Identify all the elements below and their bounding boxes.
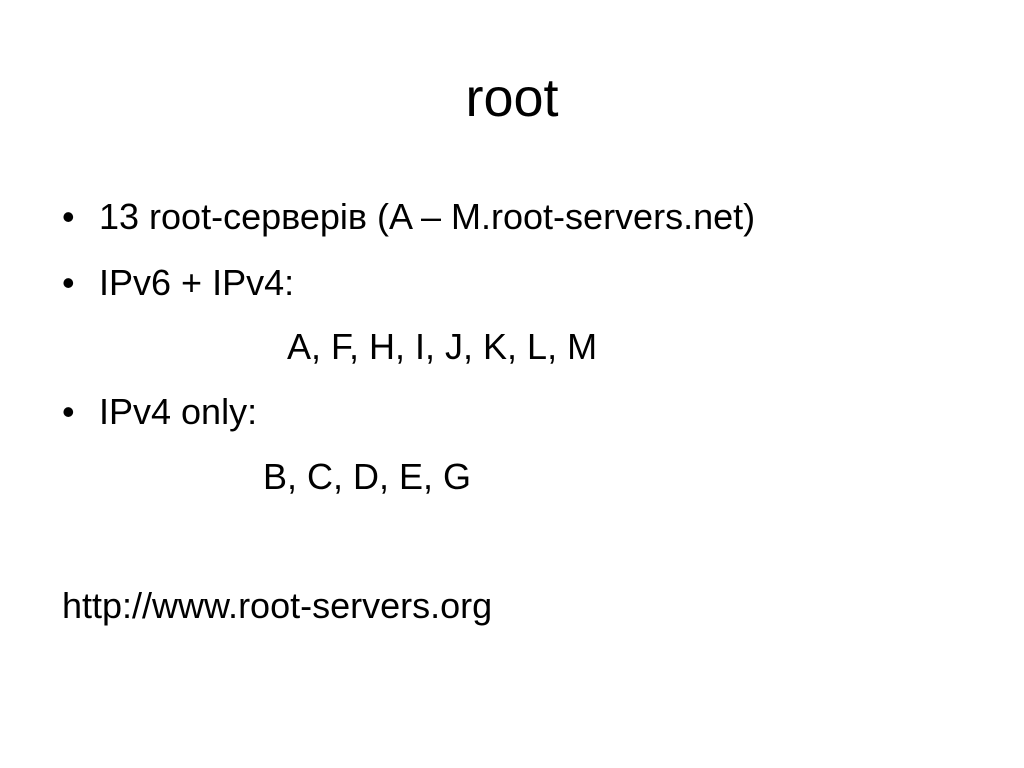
bullet-marker-2: • [62, 262, 75, 303]
ipv4-server-list: B, C, D, E, G [263, 456, 472, 497]
bullet-marker-1: • [62, 196, 75, 237]
bullet-ipv6-ipv4: IPv6 + IPv4: [99, 262, 295, 303]
ipv6-server-list: A, F, H, I, J, K, L, M [287, 326, 598, 367]
bullet-root-servers-count: 13 root-серверів (A – M.root-servers.net… [99, 196, 756, 237]
slide-title: root [465, 68, 559, 128]
root-servers-link[interactable]: http://www.root-servers.org [62, 585, 493, 626]
bullet-ipv4-only: IPv4 only: [99, 391, 258, 432]
bullet-marker-3: • [62, 391, 75, 432]
